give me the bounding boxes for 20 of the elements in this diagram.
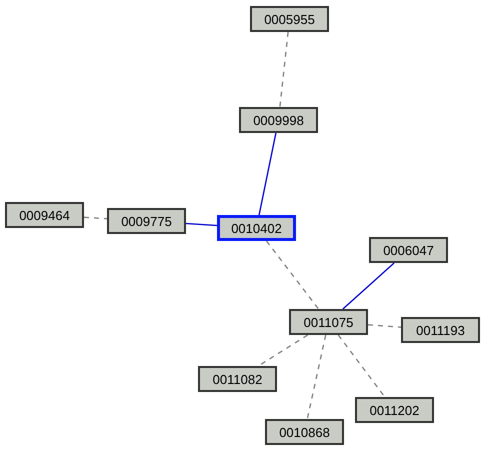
- node-box: 0011082: [198, 366, 277, 392]
- dashed-connector: [266, 240, 320, 310]
- node-box: 0009464: [5, 202, 84, 228]
- dashed-connector: [84, 216, 108, 220]
- node-box: 0010868: [265, 419, 344, 445]
- dashed-connector: [368, 324, 402, 328]
- connector-line: [342, 262, 395, 310]
- dashed-connector: [338, 334, 386, 398]
- node-box: 0006047: [369, 237, 448, 263]
- node-box: 0011075: [289, 309, 368, 335]
- dashed-connector: [306, 334, 326, 420]
- node-box: 0009775: [107, 208, 186, 234]
- node-box: 0005955: [250, 6, 329, 32]
- node-box: 0009998: [239, 107, 318, 133]
- node-box: 0011193: [401, 317, 480, 343]
- connector-line: [186, 222, 218, 226]
- dashed-connector: [279, 32, 289, 108]
- node-box: 0011202: [355, 397, 434, 423]
- highlighted-node-box: 0010402: [217, 215, 296, 241]
- connector-line: [258, 132, 277, 216]
